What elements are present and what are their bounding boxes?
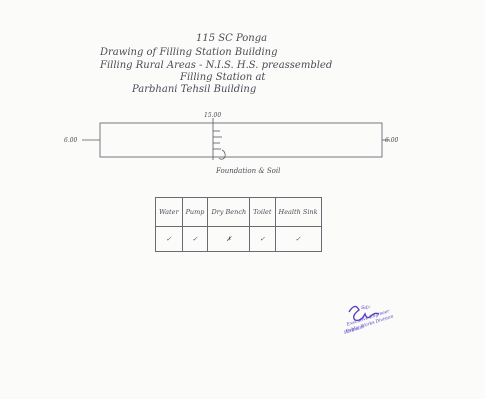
signature-scribble [348, 305, 380, 322]
plot-outline [99, 122, 383, 158]
header-health-sink: Health Sink [274, 197, 322, 227]
mark-health-sink: ✓ [274, 226, 322, 252]
header-pump: Pump [181, 197, 209, 227]
heading-line-2: Drawing of Filling Station Building [100, 47, 278, 58]
left-dimension: 6.00 [64, 137, 78, 144]
facility-checklist: Water Pump Dry Bench Toilet Health Sink … [155, 197, 322, 252]
right-dimension: 6.00 [385, 137, 399, 144]
header-dry-bench: Dry Bench [207, 197, 251, 227]
heading-line-5: Parbhani Tehsil Building [132, 84, 257, 95]
checklist-header-row: Water Pump Dry Bench Toilet Health Sink [155, 197, 322, 227]
soil-label: Foundation & Soil [216, 167, 281, 175]
mark-water: ✓ [155, 226, 183, 252]
heading-line-4: Filling Station at [180, 72, 266, 83]
heading-line-3: Filling Rural Areas - N.I.S. H.S. preass… [100, 60, 333, 71]
mark-pump: ✓ [181, 226, 209, 252]
mark-toilet: ✓ [249, 226, 276, 252]
header-water: Water [155, 197, 183, 227]
signature-text: Sd/- [361, 305, 371, 311]
top-dimension: 15.00 [204, 112, 222, 119]
soil-marker [218, 149, 226, 160]
mark-dry-bench: ✗ [207, 226, 251, 252]
heading-line-1: 115 SC Ponga [196, 33, 268, 44]
checklist-mark-row: ✓ ✓ ✗ ✓ ✓ [155, 226, 322, 252]
header-toilet: Toilet [249, 197, 276, 227]
signature-stamp: Sd/- [348, 305, 380, 322]
